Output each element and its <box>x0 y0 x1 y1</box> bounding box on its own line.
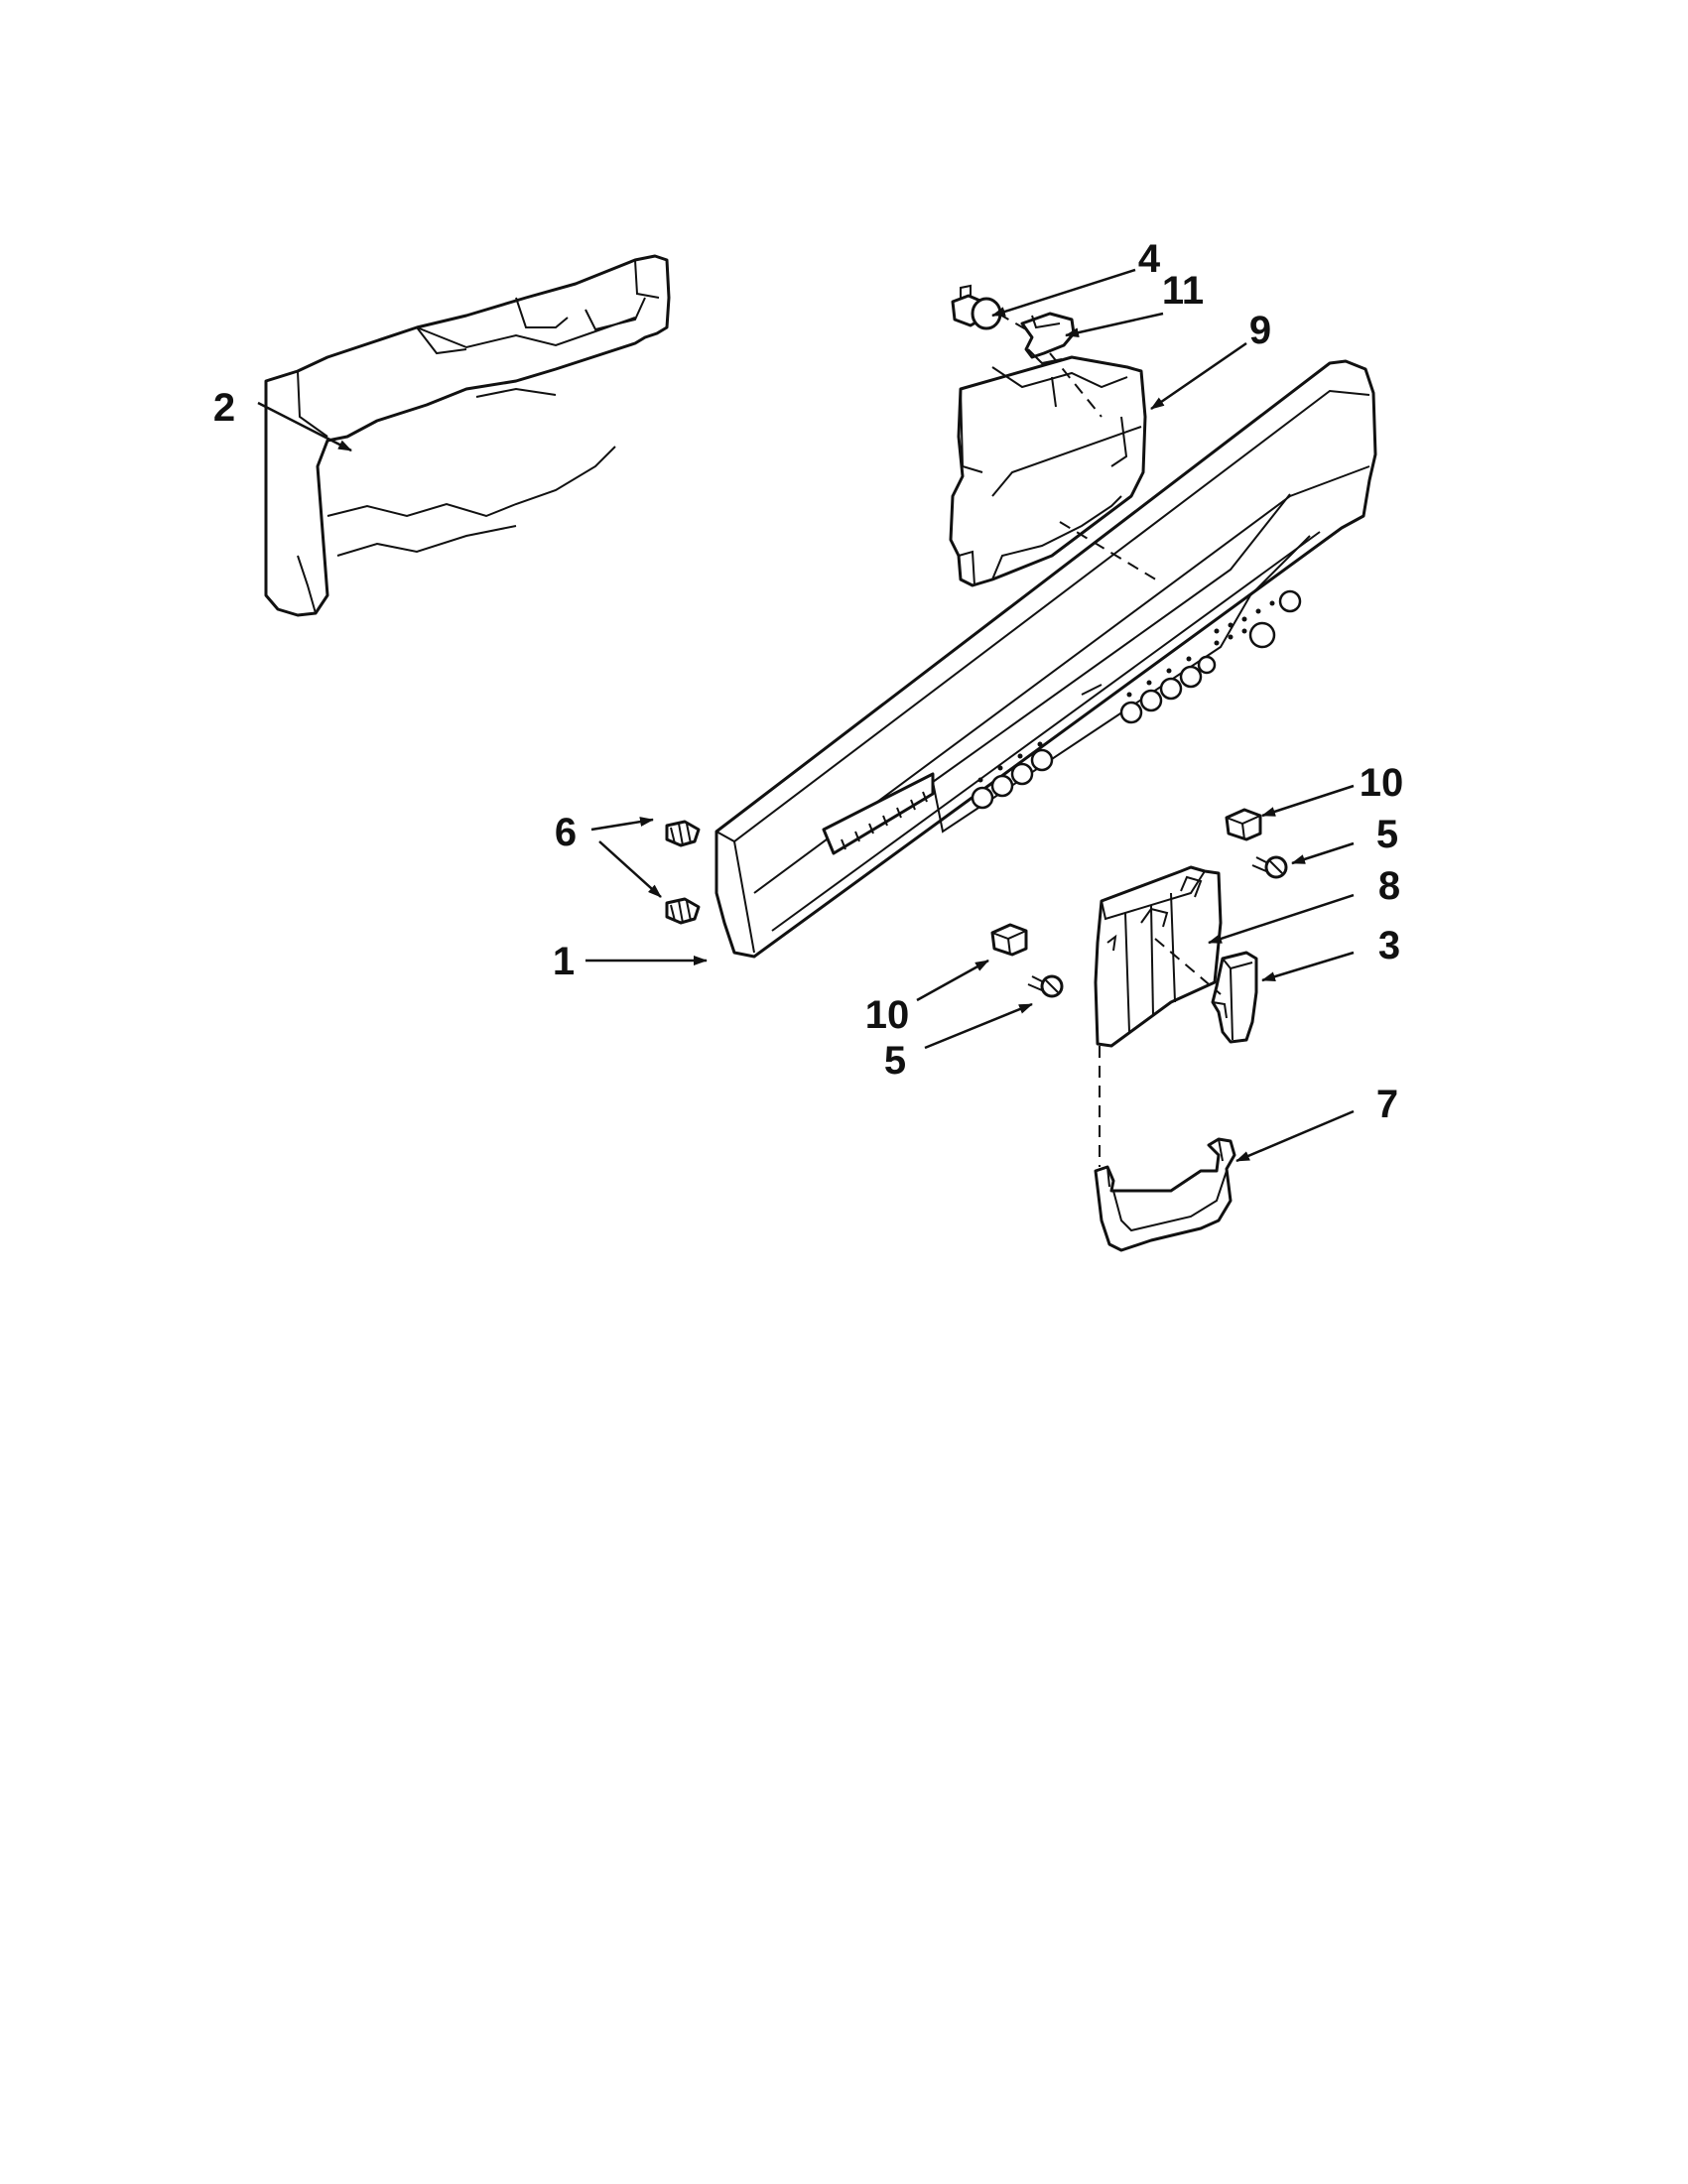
console-bracket-part <box>264 254 671 617</box>
latch-strike-part <box>1094 1137 1236 1252</box>
callout-6: 6 <box>555 811 577 854</box>
callout-7: 7 <box>1376 1083 1398 1126</box>
screw-part-5-right <box>1251 855 1288 879</box>
callout-10-right: 10 <box>1360 761 1404 805</box>
leader-lines <box>257 268 1355 1163</box>
console-panel-part <box>714 359 1377 959</box>
clip-part-10-left <box>990 923 1028 957</box>
clip-part-10-right <box>1225 808 1262 841</box>
callout-5-right: 5 <box>1376 813 1398 856</box>
callout-11: 11 <box>1162 269 1204 313</box>
callout-10-left: 10 <box>865 993 910 1037</box>
thermistor-clip-part <box>1020 312 1076 365</box>
callout-8: 8 <box>1378 864 1400 908</box>
screw-part-6-upper <box>665 820 701 847</box>
callout-9: 9 <box>1249 309 1271 352</box>
callout-labels: 2 4 11 9 6 1 10 5 8 3 10 5 7 <box>213 237 1403 1126</box>
callout-1: 1 <box>553 940 575 983</box>
latch-handle-part <box>1211 951 1258 1044</box>
callout-4: 4 <box>1138 237 1161 281</box>
control-board-part <box>949 355 1147 587</box>
thermistor-part <box>951 284 1002 330</box>
screw-part-6-lower <box>665 897 701 925</box>
callout-3: 3 <box>1378 924 1400 967</box>
callout-5-left: 5 <box>884 1039 906 1083</box>
latch-bracket-part <box>1094 865 1223 1048</box>
callout-2: 2 <box>213 386 235 430</box>
screw-part-5-left <box>1027 974 1064 998</box>
